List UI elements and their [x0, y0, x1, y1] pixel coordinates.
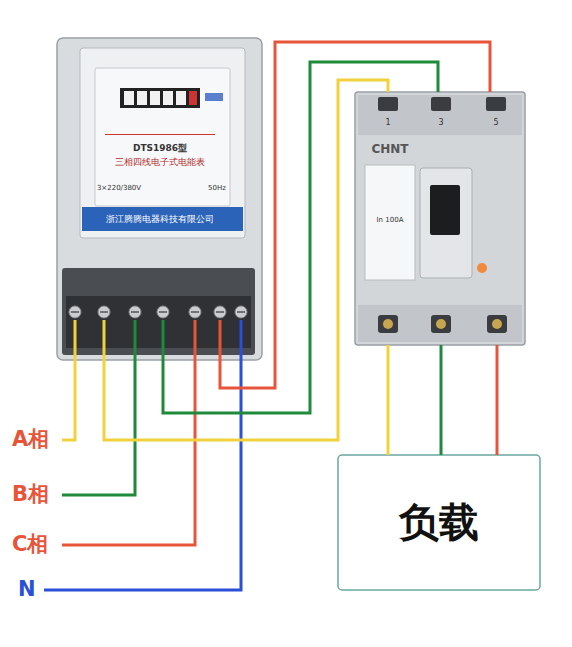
wire: [387, 345, 390, 455]
terminal-number: 5: [493, 118, 498, 127]
wire: [220, 42, 490, 388]
phase-label: B相: [12, 483, 49, 506]
neutral-label: N: [18, 578, 36, 601]
brand-logo: CHNT: [371, 143, 408, 157]
frequency-rating: 50Hz: [208, 184, 226, 192]
load-box: 负载: [338, 455, 540, 590]
phase-label: A相: [12, 428, 49, 451]
wire: [104, 80, 388, 440]
meter-title: 三相四线电子式电能表: [115, 157, 205, 167]
terminal-number: 3: [438, 118, 443, 127]
load-label: 负载: [399, 499, 479, 545]
wire: [440, 345, 443, 455]
wire: [496, 345, 499, 455]
energy-meter: DTS1986型三相四线电子式电能表 3×220/380V 50Hz 浙江腾腾电器科技…: [57, 38, 262, 360]
maker-name: 浙江腾腾电器科技有限公司: [106, 214, 214, 224]
wire: [163, 62, 438, 413]
current-rating: In 100A: [377, 216, 404, 224]
voltage-rating: 3×220/380V: [97, 184, 141, 192]
model-number: DTS1986型: [133, 143, 187, 153]
terminal-number: 1: [385, 118, 390, 127]
circuit-breaker: 1 3 5CHNT In 100A: [355, 92, 525, 345]
phase-label: C相: [12, 533, 48, 556]
